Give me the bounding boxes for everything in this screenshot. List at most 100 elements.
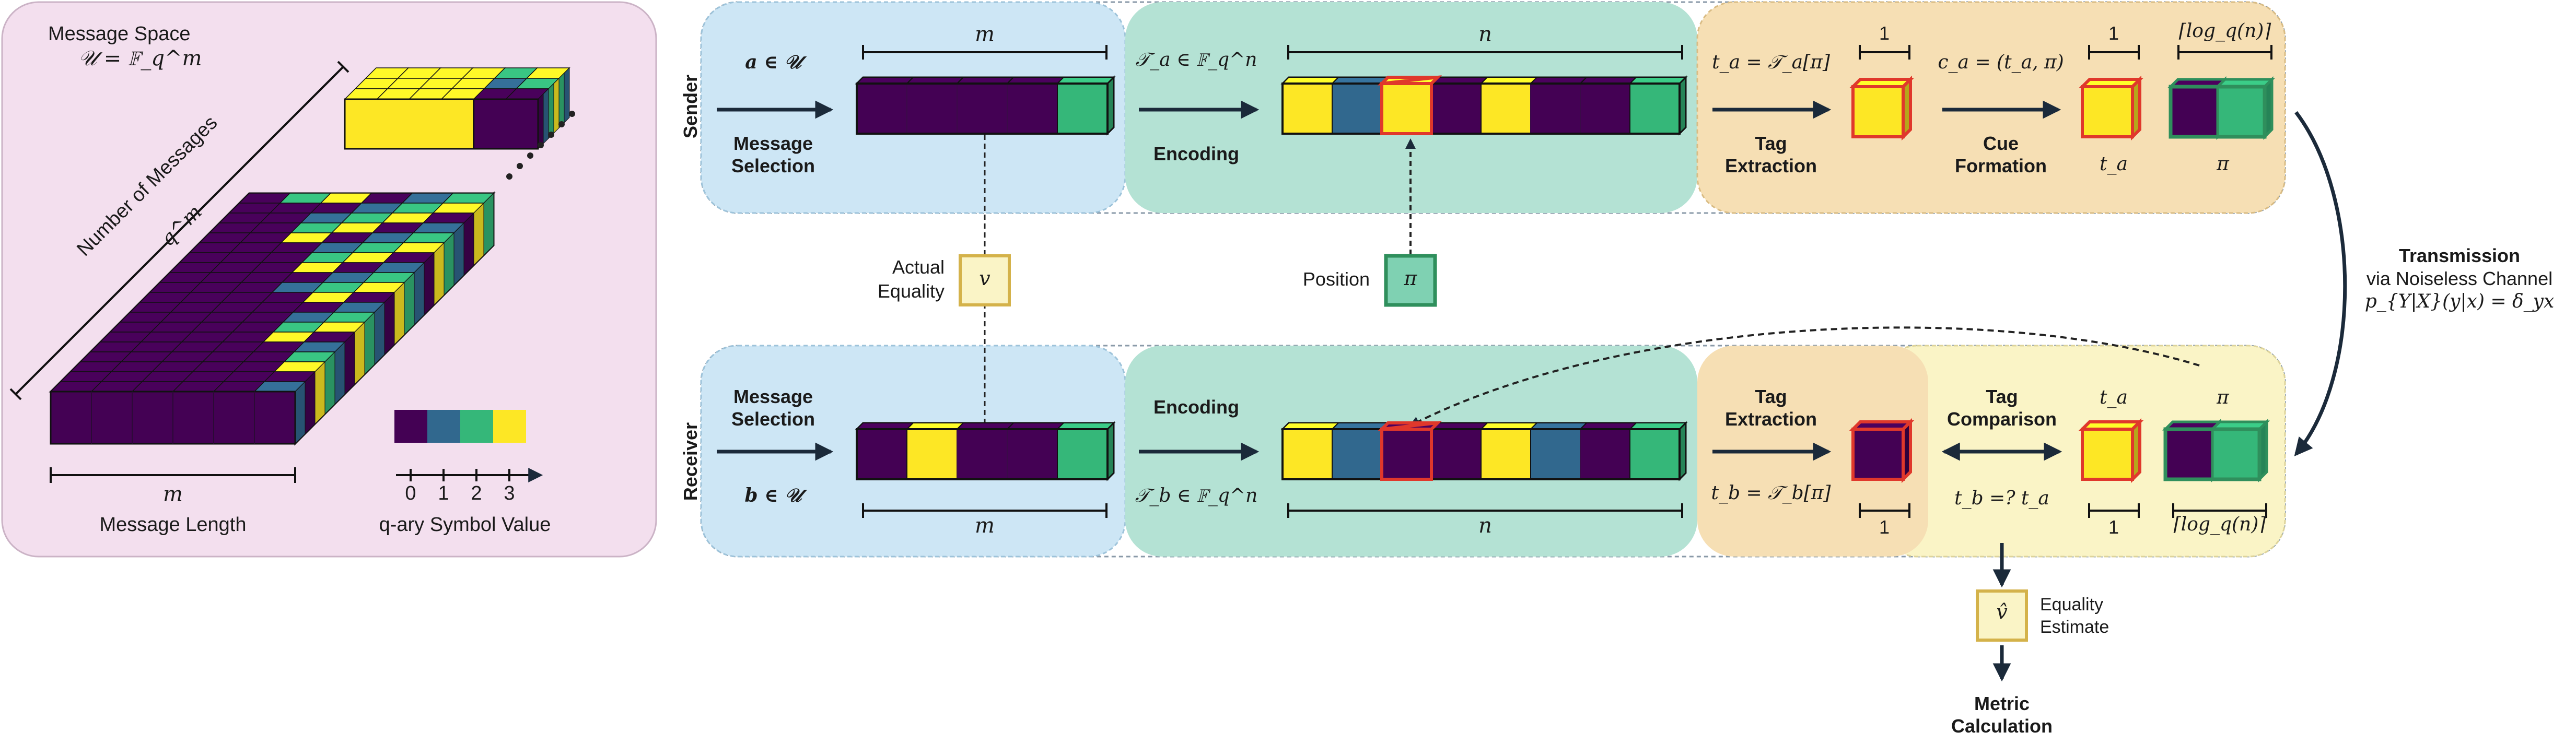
receiver-n-bracket <box>1287 503 1683 518</box>
receiver-received-position-block <box>2162 418 2270 483</box>
sender-encoded-bar-cell <box>1580 83 1630 134</box>
position-box <box>1384 254 1437 307</box>
receiver-encoded-bar-cell <box>1580 429 1630 480</box>
receiver-encoding-label: Encoding <box>1153 396 1239 418</box>
metric-label-2: Calculation <box>1951 715 2053 737</box>
sender-tag-math: t_a = 𝒯_a[π] <box>1712 52 1830 73</box>
receiver-message-bar-cell <box>1007 429 1058 480</box>
equality-estimate-box <box>1976 589 2028 642</box>
sender-cue-math: c_a = (t_a, π) <box>1938 52 2064 73</box>
sender-log-bracket <box>2177 45 2272 60</box>
sender-cue-label-2: Formation <box>1955 155 2047 176</box>
sender-tag-label-2: Extraction <box>1724 155 1817 176</box>
equality-estimate-label-2: Estimate <box>2040 617 2109 637</box>
sender-cue-label-1: Cue <box>1983 133 2019 154</box>
transmission-subtitle: via Noiseless Channel <box>2366 268 2553 289</box>
position-label: Position <box>1302 268 1370 290</box>
sender-encoding-math: 𝒯_a ∈ 𝔽_q^n <box>1135 49 1257 70</box>
sender-message-bar-cell <box>856 83 907 134</box>
message-space-cube <box>49 67 570 446</box>
message-space-formula: 𝒰 = 𝔽_q^m <box>78 46 202 70</box>
sender-row-label: Sender <box>680 74 701 139</box>
receiver-encoded-bar-cell <box>1629 429 1680 480</box>
receiver-tag-math: t_b = 𝒯_b[π] <box>1711 482 1831 504</box>
receiver-message-bar-cell <box>1057 429 1108 480</box>
sender-tag-one: 1 <box>1879 22 1890 44</box>
receiver-encoded-bar-cell <box>1431 429 1482 480</box>
colorbar-q3 <box>493 410 526 443</box>
receiver-received-tag-cube <box>2078 418 2144 483</box>
value-axis-label: q-ary Symbol Value <box>379 514 551 536</box>
sender-message-bar <box>855 75 1116 136</box>
receiver-encoded-bar-cell <box>1381 429 1432 480</box>
actual-equality-label-2: Equality <box>877 280 945 302</box>
sender-cue-tag-cube <box>2078 75 2144 141</box>
sender-encoded-bar-cell <box>1332 83 1382 134</box>
receiver-n-label: n <box>1478 514 1492 538</box>
value-tick-label-2: 2 <box>471 482 482 504</box>
equality-estimate-label-1: Equality <box>2040 595 2103 615</box>
receiver-tag-label-1: Tag <box>1755 386 1787 407</box>
actual-equality-label-1: Actual <box>892 256 945 278</box>
messages-axis-line <box>15 66 344 395</box>
receiver-encoded-bar-cell <box>1282 429 1333 480</box>
receiver-pi-label: π <box>2217 387 2229 408</box>
receiver-message-bar <box>855 421 1116 481</box>
receiver-log-bracket <box>2172 503 2267 518</box>
sender-encoded-bar-cell <box>1381 83 1432 134</box>
sender-pi-label: π <box>2217 153 2229 175</box>
receiver-tag-cube <box>1849 418 1915 483</box>
receiver-selection-label-1: Message <box>733 386 813 407</box>
sender-selection-label-1: Message <box>733 133 813 154</box>
length-axis-symbol: m <box>163 482 183 506</box>
receiver-message-bar-cell <box>957 429 1008 480</box>
sender-message-bar-cell <box>1057 83 1108 134</box>
length-axis-label: Message Length <box>99 514 247 536</box>
sender-m-label: m <box>975 22 995 46</box>
value-tick-label-1: 1 <box>438 482 449 504</box>
receiver-cmp-label-2: Comparison <box>1946 408 2057 430</box>
receiver-row-label: Receiver <box>680 422 701 501</box>
receiver-tag-1-bracket <box>1859 503 1910 518</box>
colorbar-q1 <box>427 410 460 443</box>
receiver-encoded-bar-cell <box>1530 429 1581 480</box>
sender-tag-cube <box>1849 75 1915 141</box>
colorbar-q0 <box>394 410 427 443</box>
receiver-selection-math: b ∈ 𝒰 <box>744 485 802 506</box>
position-feedback-curve <box>1409 326 2200 427</box>
receiver-tag-one: 1 <box>1879 516 1890 538</box>
receiver-selection-label-2: Selection <box>731 408 815 430</box>
transmission-curve <box>2294 111 2347 457</box>
receiver-encoded-bar-cell <box>1481 429 1531 480</box>
colorbar <box>394 410 526 443</box>
sender-encoding-label: Encoding <box>1153 143 1239 164</box>
value-tick-label-3: 3 <box>504 482 515 504</box>
actual-equality-symbol: v <box>979 267 990 290</box>
receiver-cmp-label-1: Tag <box>1986 386 2018 407</box>
messages-axis-tick <box>337 61 349 73</box>
value-tick-label-0: 0 <box>405 482 416 504</box>
receiver-encoding-math: 𝒯_b ∈ 𝔽_q^n <box>1135 485 1258 506</box>
sender-message-bar-cell <box>906 83 958 134</box>
sender-message-bar-cell <box>1007 83 1058 134</box>
receiver-ta-label: t_a <box>2100 387 2128 408</box>
sender-encoded-bar-cell <box>1629 83 1680 134</box>
receiver-m-label: m <box>975 514 995 538</box>
sender-m-bracket <box>862 45 1108 60</box>
transmission-title: Transmission <box>2398 245 2521 266</box>
sender-encoded-bar-cell <box>1530 83 1581 134</box>
sender-encoded-bar-cell <box>1431 83 1482 134</box>
receiver-encoded-bar-highlight <box>1377 421 1442 481</box>
messages-axis-tick <box>9 388 22 400</box>
metric-label-1: Metric <box>1974 693 2030 714</box>
sender-n-label: n <box>1478 22 1492 46</box>
actual-equality-box <box>959 254 1011 306</box>
sender-encoded-bar <box>1280 75 1688 136</box>
colorbar-q2 <box>460 410 493 443</box>
sender-log-label: ⌈log_q(n)⌉ <box>2178 20 2271 42</box>
sender-encoded-bar-cell <box>1282 83 1333 134</box>
sender-message-bar-cell <box>957 83 1008 134</box>
symbol-sequences <box>855 75 2276 483</box>
sender-cue-one: 1 <box>2108 22 2119 44</box>
